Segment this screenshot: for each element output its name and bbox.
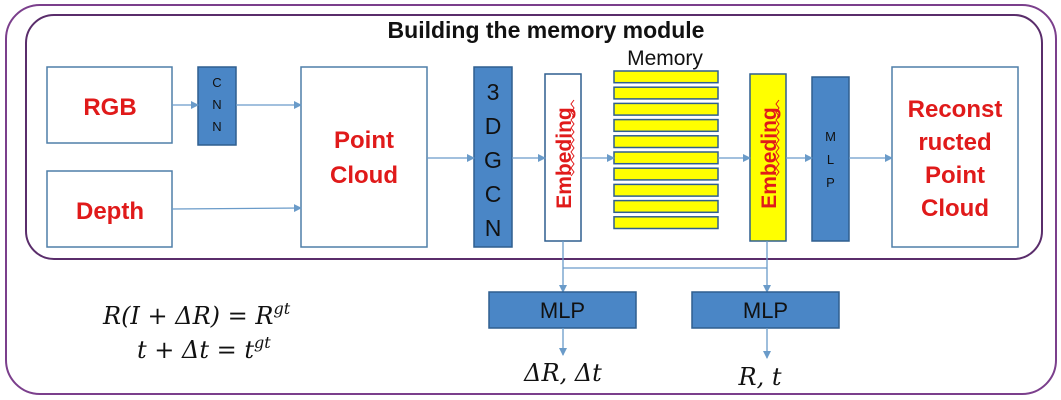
mlp-right-box (691, 291, 840, 329)
reconstructed-point-cloud-box (891, 66, 1019, 248)
point-cloud-line-2: Cloud (330, 162, 398, 189)
gcn-letter-n: N (485, 215, 502, 241)
equation-2-body: t + Δt = t (137, 336, 254, 364)
point-cloud-line-1: Point (334, 127, 394, 154)
cnn-letter-c: C (212, 75, 221, 90)
depth-label: Depth (76, 198, 144, 225)
arrow-depth-to-point-cloud (171, 204, 302, 213)
depth-box (46, 170, 173, 248)
memory-module-frame (25, 14, 1043, 260)
mlp-left-box (488, 291, 637, 329)
mlp-vertical-letter-p: P (826, 175, 835, 190)
memory-slot (613, 151, 719, 165)
embedding-right-spell-underline (775, 99, 780, 177)
memory-slot (613, 86, 719, 100)
memory-slot (613, 216, 719, 230)
cnn-letter-n1: N (212, 97, 221, 112)
memory-slot (613, 199, 719, 214)
memory-bank (613, 70, 719, 230)
equation-2: t + Δt = tgt (137, 333, 271, 364)
cnn-letter-n2: N (212, 119, 221, 134)
mlp-vertical-block (811, 76, 850, 242)
equation-1-body: R(I + ΔR) = R (102, 302, 273, 330)
memory-slot (613, 167, 719, 181)
memory-slot (613, 135, 719, 149)
embedding-right-label: Embeding (758, 107, 781, 209)
mlp-left-label: MLP (540, 298, 585, 323)
mlp-vertical-letter-m: M (825, 129, 836, 144)
output-left: ΔR, Δt (523, 359, 602, 387)
rgb-label: RGB (83, 94, 136, 121)
point-cloud-box (300, 66, 428, 248)
memory-label: Memory (627, 47, 703, 70)
gcn-letter-3: 3 (487, 79, 500, 105)
gcn-letter-g: G (484, 147, 502, 173)
gcn-letter-c: C (485, 181, 502, 207)
outer-frame (5, 4, 1057, 395)
memory-slot (613, 70, 719, 84)
equation-2-superscript: gt (254, 333, 271, 352)
reconstructed-line-4: Cloud (921, 195, 989, 222)
diagram-title: Building the memory module (388, 17, 705, 43)
memory-slot (613, 118, 719, 133)
equation-1-superscript: gt (273, 299, 290, 318)
memory-slot (613, 102, 719, 116)
mlp-vertical-letter-l: L (827, 152, 834, 167)
embedding-left-spell-underline (570, 99, 575, 177)
reconstructed-line-3: Point (925, 162, 985, 189)
output-right: R, t (738, 363, 782, 391)
reconstructed-line-2: ructed (918, 129, 991, 156)
gcn-letter-d: D (485, 113, 502, 139)
cnn-block (197, 66, 237, 146)
mlp-right-label: MLP (743, 298, 788, 323)
memory-slot (613, 183, 719, 197)
reconstructed-line-1: Reconst (908, 96, 1003, 123)
equation-1: R(I + ΔR) = Rgt (102, 299, 291, 330)
embedding-left-label: Embeding (553, 107, 576, 209)
rgb-box (46, 66, 173, 144)
